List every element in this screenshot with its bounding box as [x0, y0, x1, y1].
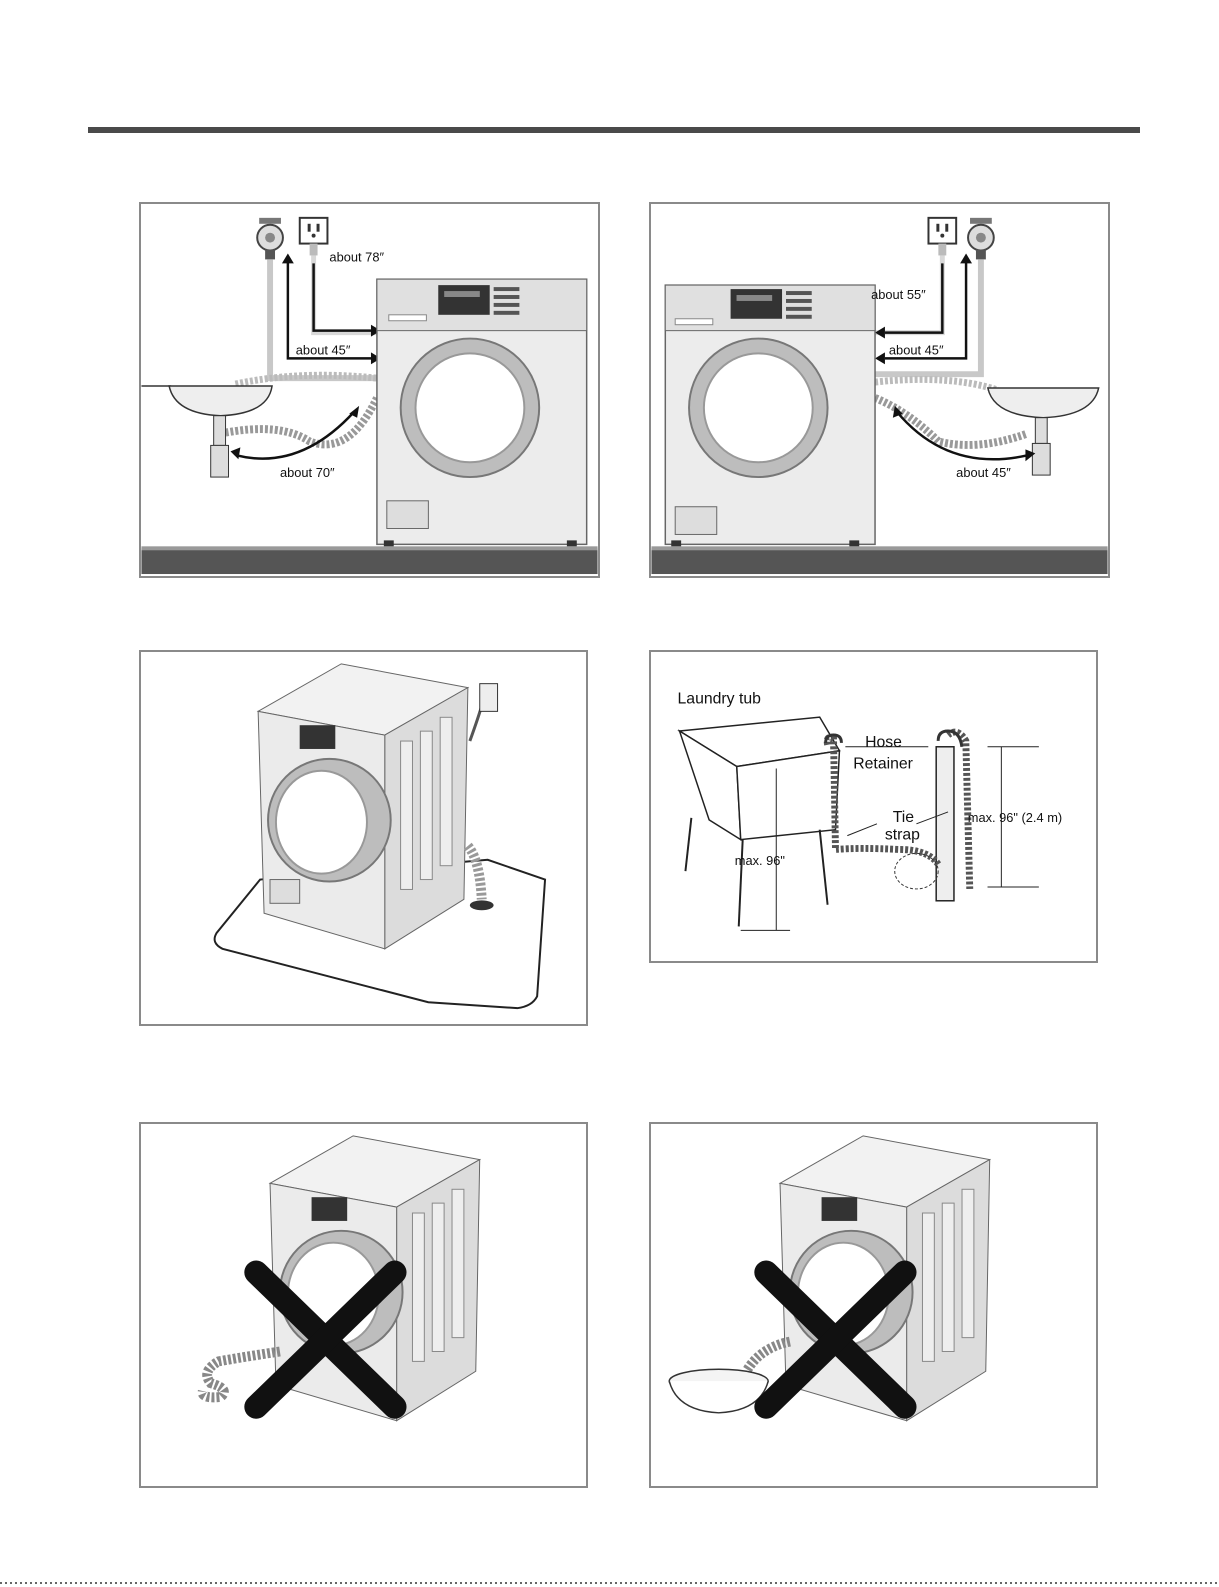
label-strap: strap	[885, 827, 920, 844]
panel-prohibited-basin	[649, 1122, 1098, 1488]
prohibited-basin-diagram	[651, 1124, 1096, 1486]
basin-icon	[669, 1369, 768, 1413]
panel-washer-mat	[139, 650, 588, 1026]
label-about-45-top: about 45″	[889, 342, 944, 357]
faucet-icon	[257, 218, 283, 260]
washer-icon	[665, 285, 875, 546]
right-install-diagram: about 55″ about 45″ about 45″	[651, 204, 1108, 576]
panel-prohibited-floor-hose	[139, 1122, 588, 1488]
label-about-70: about 70″	[280, 465, 335, 480]
prohibited-floor-hose-diagram	[141, 1124, 586, 1486]
label-about-45: about 45″	[296, 342, 351, 357]
faucet-icon	[968, 218, 994, 260]
label-laundry-tub: Laundry tub	[678, 690, 762, 707]
header-rule	[88, 127, 1140, 133]
bottom-dotted-border	[0, 1582, 1219, 1584]
label-retainer: Retainer	[853, 755, 913, 772]
left-install-diagram: about 78″ about 45″ about 70″	[141, 204, 598, 576]
panel-left-install: about 78″ about 45″ about 70″	[139, 202, 600, 578]
outlet-icon	[300, 218, 328, 256]
label-hose: Hose	[865, 734, 902, 751]
standpipe-icon	[936, 747, 954, 901]
label-tie: Tie	[893, 809, 915, 826]
washer-icon	[377, 279, 587, 546]
label-about-45-bottom: about 45″	[956, 465, 1011, 480]
outlet-icon	[928, 218, 956, 256]
outlet-icon	[480, 684, 498, 712]
panel-standpipe: Laundry tub Hose Retainer Tie strap max.…	[649, 650, 1098, 963]
standpipe-diagram: Laundry tub Hose Retainer Tie strap max.…	[651, 652, 1096, 961]
label-about-55: about 55″	[871, 287, 926, 302]
label-max-96-left: max. 96"	[735, 853, 786, 868]
panel-right-install: about 55″ about 45″ about 45″	[649, 202, 1110, 578]
washer-icon	[258, 664, 468, 949]
label-about-78: about 78″	[329, 249, 384, 264]
sink-icon	[988, 388, 1099, 475]
floor	[651, 548, 1107, 574]
laundry-tub-icon	[680, 717, 840, 926]
floor	[141, 548, 597, 574]
label-max-96-right: max. 96" (2.4 m)	[968, 810, 1062, 825]
washer-mat-diagram	[141, 652, 586, 1024]
